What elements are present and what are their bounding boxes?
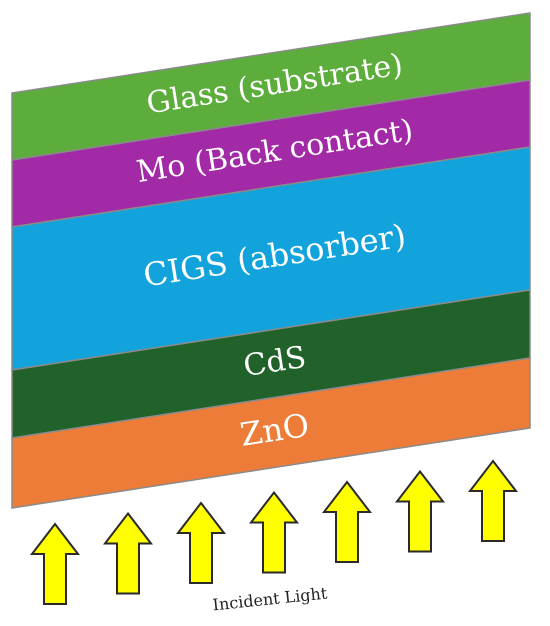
- up-arrow-icon: [248, 490, 300, 574]
- layer-stack: Glass (substrate)Mo (Back contact)CIGS (…: [11, 12, 531, 509]
- up-arrow-icon: [394, 469, 446, 553]
- up-arrow-icon: [29, 522, 81, 605]
- up-arrow-icon: [175, 501, 227, 584]
- incident-light-label: Incident Light: [212, 583, 329, 614]
- up-arrow-icon: [321, 480, 373, 563]
- layer-cigs: CIGS (absorber): [11, 146, 531, 371]
- layer-zno-band: [11, 357, 531, 509]
- incident-light-arrows: [29, 459, 519, 605]
- up-arrow-icon: [102, 511, 154, 595]
- layer-zno: ZnO: [11, 357, 531, 509]
- up-arrow-icon: [467, 459, 519, 542]
